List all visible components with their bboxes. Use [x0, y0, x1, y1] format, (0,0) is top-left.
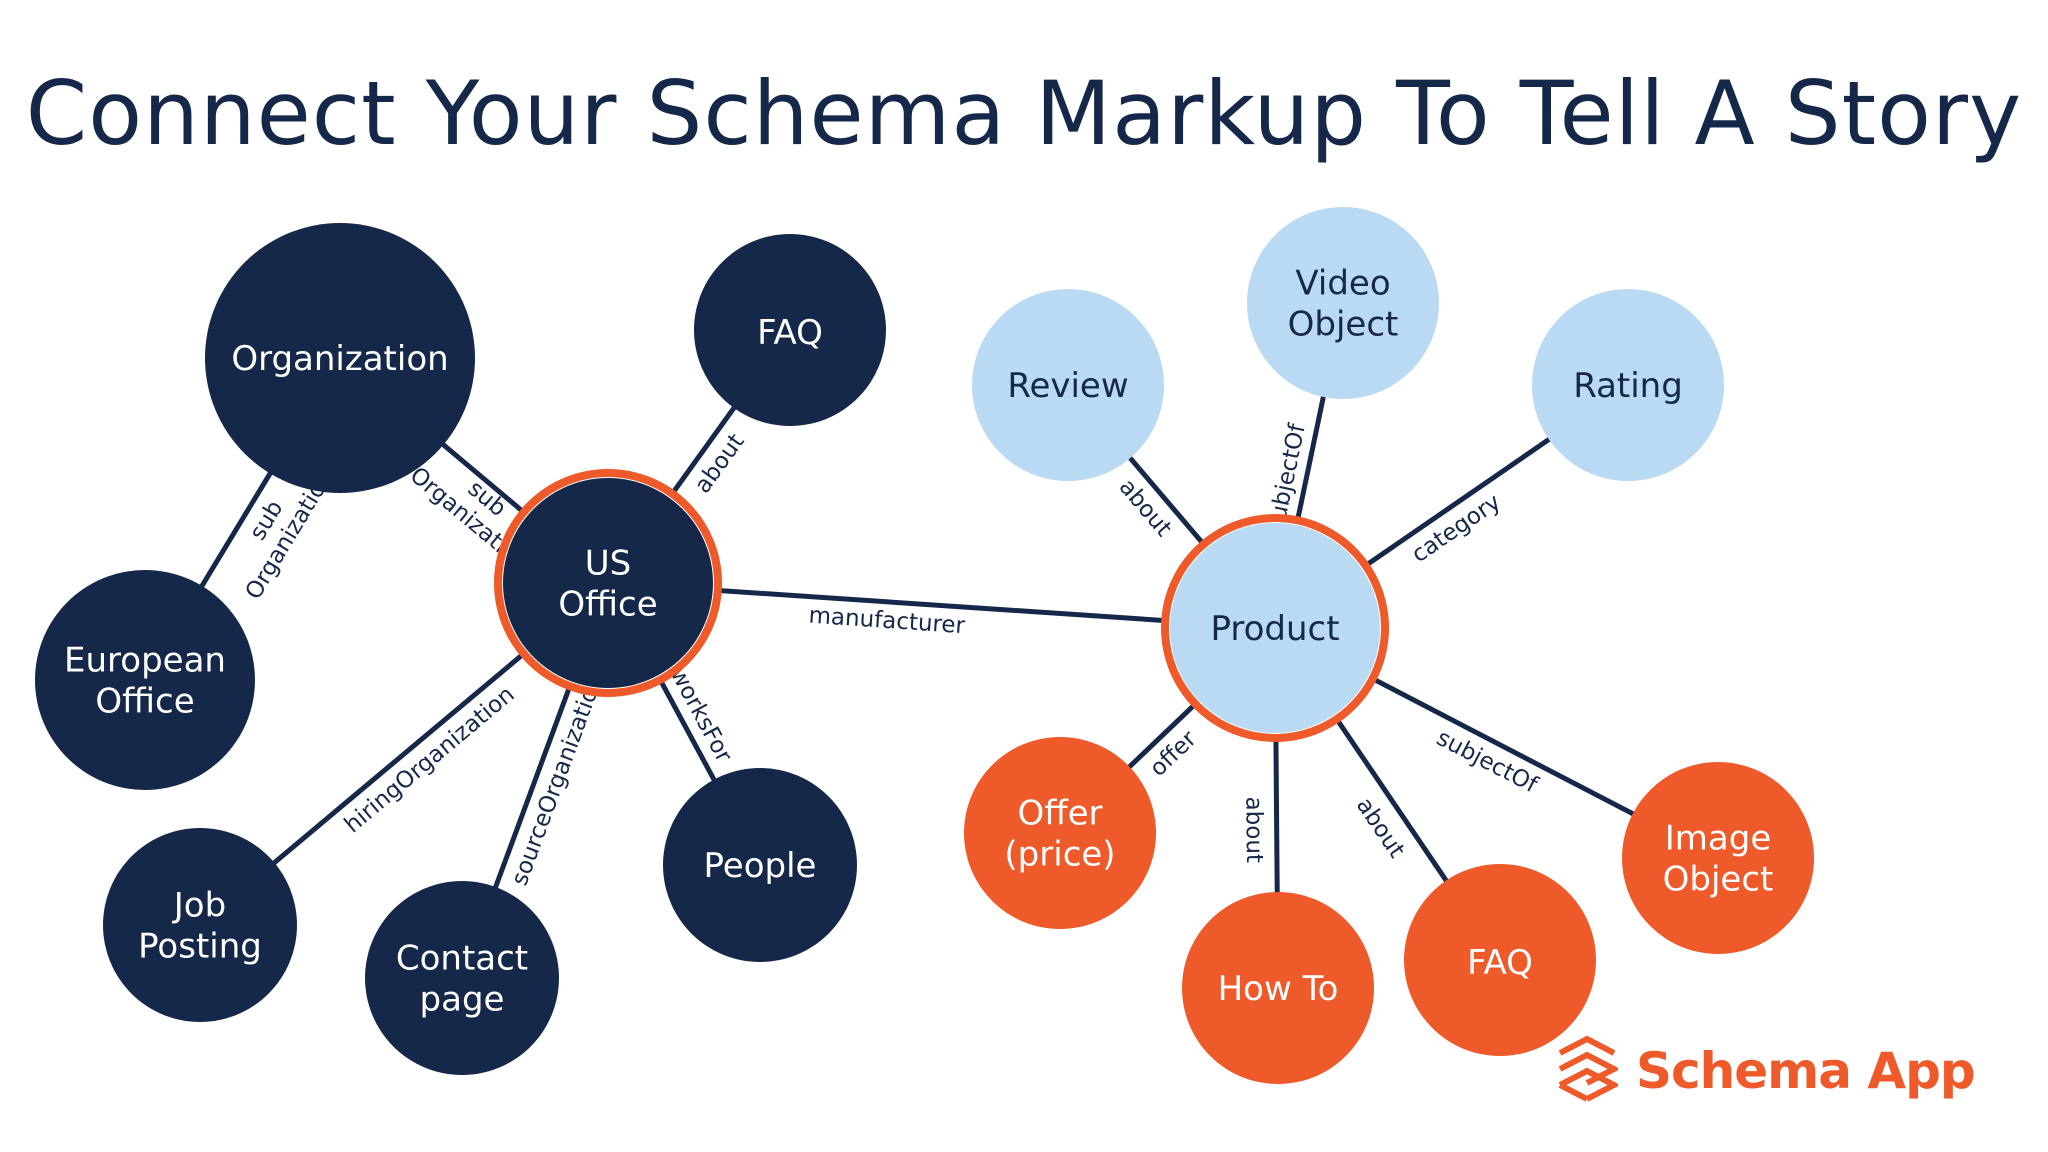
edge-label-usoffice-contact: sourceOrganization — [507, 671, 609, 890]
node-how-to: How To — [1182, 892, 1374, 1084]
node-circle-us-office — [503, 478, 713, 688]
node-label-review: Review — [1007, 366, 1128, 406]
edge-label-product-offer: offer — [1145, 726, 1202, 782]
node-label-offer: Offer(price) — [1004, 794, 1115, 875]
node-circle-european-office — [35, 570, 255, 790]
node-circle-organization — [205, 223, 475, 493]
node-rating: Rating — [1532, 289, 1724, 481]
node-product: Product — [1161, 514, 1389, 742]
node-circle-offer — [964, 737, 1156, 929]
node-organization: Organization — [205, 223, 475, 493]
page-title: Connect Your Schema Markup To Tell A Sto… — [25, 62, 2023, 165]
logo-text: Schema App — [1636, 1042, 1976, 1100]
node-label-faq-orange: FAQ — [1467, 943, 1533, 983]
edge-label-product-howto: about — [1240, 797, 1267, 864]
node-circle-review — [972, 289, 1164, 481]
node-circle-faq-dark — [694, 234, 886, 426]
node-circle-faq-orange — [1404, 864, 1596, 1056]
node-label-faq-dark: FAQ — [757, 313, 823, 353]
node-label-how-to: How To — [1218, 969, 1339, 1009]
node-circle-how-to — [1182, 892, 1374, 1084]
edge-label-usoffice-job: hiringOrganization — [340, 681, 520, 838]
schema-app-logo: Schema App — [1556, 1035, 1976, 1106]
node-offer: Offer(price) — [964, 737, 1156, 929]
edge-label-product-review: about — [1114, 474, 1177, 541]
node-faq-dark: FAQ — [694, 234, 886, 426]
node-faq-orange: FAQ — [1404, 864, 1596, 1056]
node-label-organization: Organization — [231, 339, 448, 379]
node-label-rating: Rating — [1573, 366, 1683, 406]
edge-label-usoffice-product: manufacturer — [808, 603, 967, 640]
node-label-people: People — [704, 846, 817, 886]
node-circle-job-posting — [103, 828, 297, 1022]
schema-app-chevrons-icon — [1558, 1035, 1618, 1102]
node-people: People — [663, 768, 857, 962]
node-circle-video-object — [1247, 207, 1439, 399]
node-circle-contact-page — [365, 881, 559, 1075]
node-circle-rating — [1532, 289, 1724, 481]
edge-label-product-faq: about — [1351, 793, 1410, 863]
node-review: Review — [972, 289, 1164, 481]
node-label-product: Product — [1210, 609, 1339, 649]
node-circle-people — [663, 768, 857, 962]
edge-label-usoffice-faq: about — [690, 429, 750, 498]
node-circle-product — [1170, 523, 1380, 733]
node-circle-image-object — [1622, 762, 1814, 954]
